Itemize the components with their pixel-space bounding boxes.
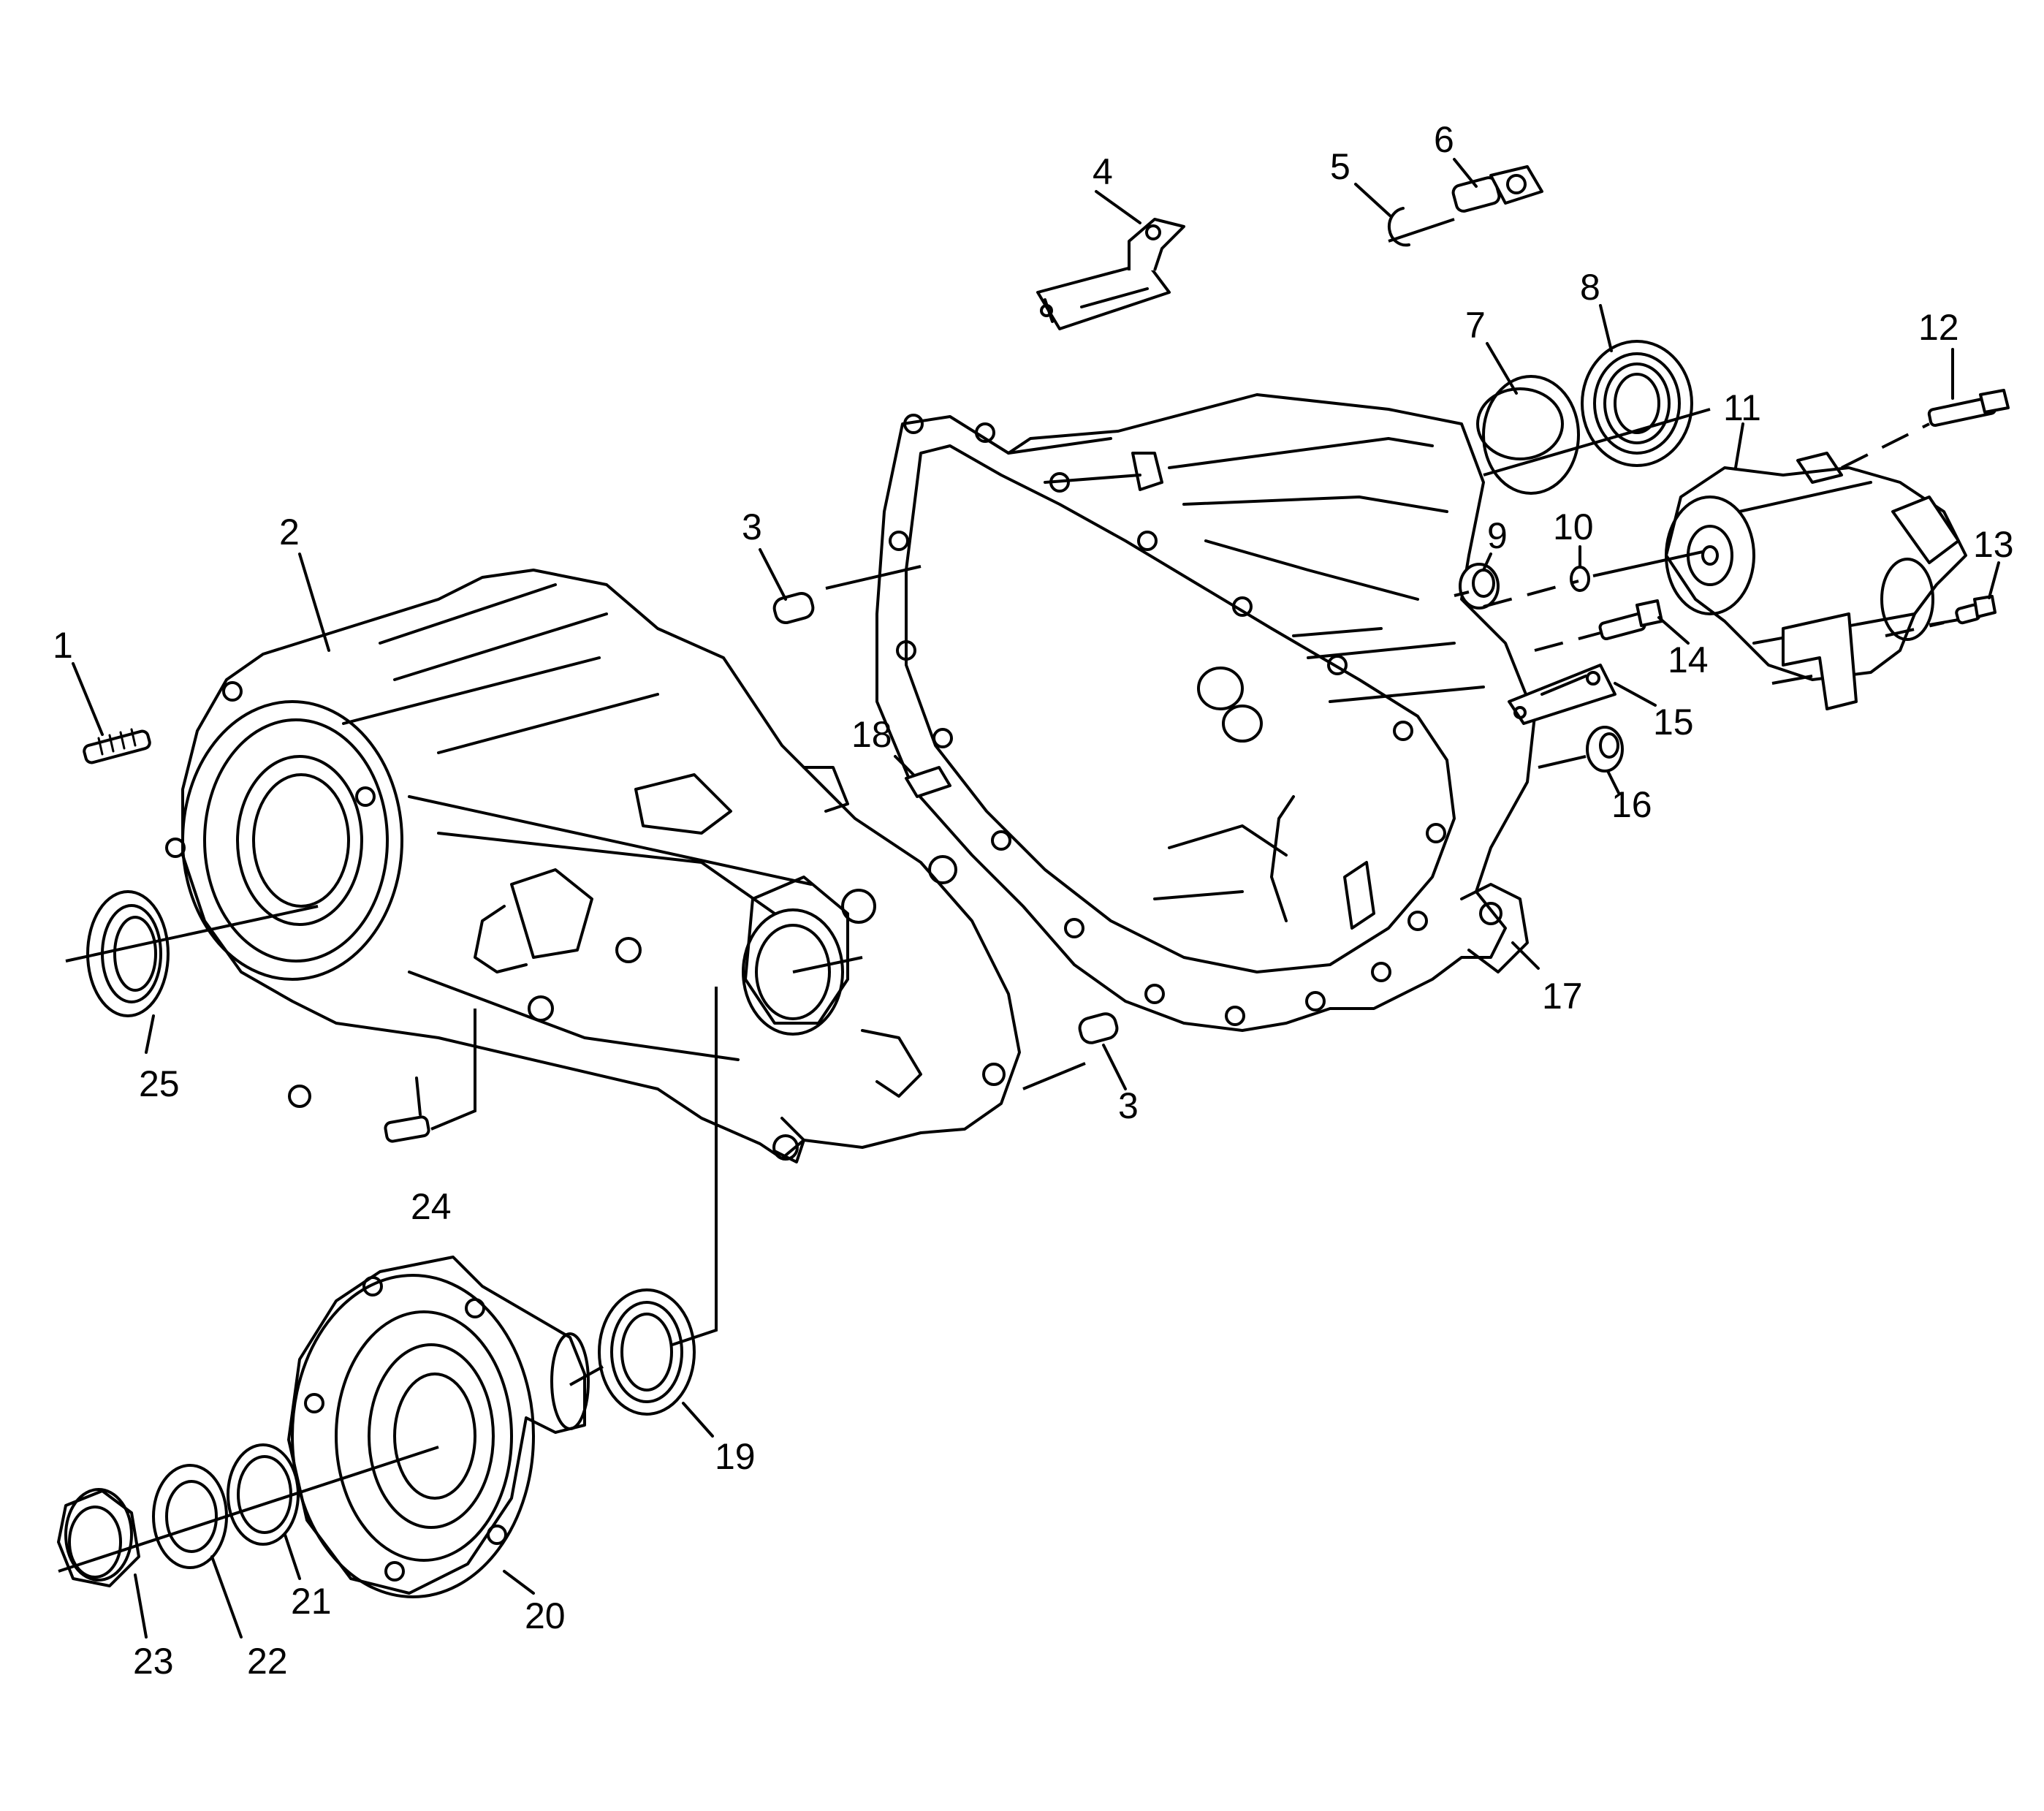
front-case-bolt-holes — [889, 414, 1446, 1026]
callout-10: 10 — [1553, 506, 1594, 547]
callout-22: 22 — [247, 1641, 288, 1682]
seal-25 — [86, 890, 170, 1017]
bracket-15 — [1508, 664, 1616, 725]
clip-5 — [1387, 207, 1410, 247]
callout-18: 18 — [851, 714, 892, 755]
stud-1 — [83, 728, 151, 764]
washer-22 — [152, 1464, 228, 1569]
washer-10 — [1570, 566, 1590, 592]
callout-16: 16 — [1611, 784, 1652, 825]
callout-11: 11 — [1723, 387, 1761, 428]
callout-14: 14 — [1668, 639, 1709, 680]
shift-motor-11 — [1665, 452, 1967, 710]
bolt-13 — [1955, 595, 1996, 625]
callout-8: 8 — [1580, 267, 1600, 308]
callout-24: 24 — [411, 1186, 452, 1227]
seal-19 — [598, 1288, 696, 1416]
callout-23: 23 — [133, 1641, 174, 1682]
dowel-3-upper — [772, 591, 815, 625]
callout-3-upper: 3 — [742, 506, 762, 547]
callout-1: 1 — [53, 625, 73, 666]
bearing-7 — [1476, 375, 1580, 495]
yoke-flange-20 — [287, 1256, 590, 1598]
bolt-12 — [1927, 389, 2010, 427]
drain-plug-24 — [384, 1115, 430, 1143]
callout-25: 25 — [139, 1063, 180, 1104]
assembly-axis-lines — [58, 218, 1959, 1573]
callout-6: 6 — [1434, 119, 1454, 160]
callout-labels: 1 2 3 3 4 5 6 7 8 9 10 11 12 13 14 15 16… — [53, 119, 2014, 1682]
plug-9 — [1459, 563, 1500, 610]
front-case-half — [875, 393, 1536, 1032]
callout-17: 17 — [1542, 976, 1583, 1017]
leader-lines — [72, 158, 2000, 1639]
speed-sensor-6 — [1451, 165, 1543, 213]
callout-20: 20 — [525, 1595, 566, 1636]
callout-7: 7 — [1465, 305, 1486, 346]
callout-9: 9 — [1487, 515, 1508, 556]
plug-16 — [1586, 726, 1624, 772]
rear-case-half — [165, 569, 1021, 1163]
magnet-18 — [905, 766, 951, 798]
dowel-3-lower — [1078, 1012, 1119, 1044]
callout-4: 4 — [1093, 151, 1113, 192]
callout-12: 12 — [1918, 307, 1959, 348]
washer-21 — [227, 1443, 300, 1546]
callout-13: 13 — [1973, 524, 2014, 565]
callout-2: 2 — [279, 512, 300, 553]
callout-15: 15 — [1653, 702, 1694, 743]
nut-23 — [57, 1488, 140, 1587]
bolt-14 — [1598, 599, 1663, 641]
callout-21: 21 — [291, 1581, 332, 1622]
callout-5: 5 — [1330, 146, 1350, 187]
seal-8 — [1581, 340, 1693, 467]
callout-19: 19 — [715, 1436, 756, 1477]
callout-3-lower: 3 — [1118, 1085, 1139, 1126]
bracket-4 — [1036, 218, 1185, 330]
